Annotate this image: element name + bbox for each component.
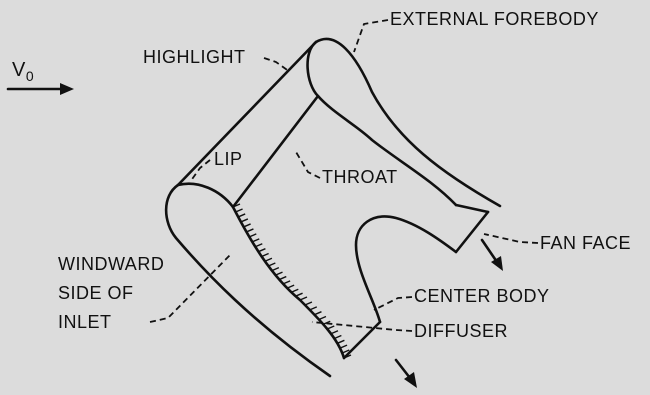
hatch-mark <box>305 302 312 305</box>
leader-throat <box>296 152 320 178</box>
hatch-mark <box>314 312 321 315</box>
windward-label-line2: SIDE OF <box>58 284 134 302</box>
center-body-label: CENTER BODY <box>414 287 550 305</box>
hatch-mark <box>331 331 338 334</box>
leader-center-body <box>374 297 412 310</box>
hatch-mark <box>287 285 294 288</box>
hatch-mark <box>340 345 347 348</box>
velocity-arrowhead <box>60 83 74 95</box>
hatch-mark <box>241 219 248 222</box>
fan-exit-arrow <box>482 240 497 262</box>
hatch-mark <box>255 244 262 247</box>
hatch-mark <box>276 272 283 275</box>
fan-exit-arrowhead <box>491 256 503 271</box>
hatch-mark <box>327 326 334 329</box>
hatch-mark <box>244 224 251 227</box>
hatch-mark <box>300 297 307 300</box>
lip-label: LIP <box>214 150 243 168</box>
hatch-mark <box>236 209 243 212</box>
hatch-mark <box>238 214 245 217</box>
hatch-mark <box>319 316 326 319</box>
hatch-mark <box>283 281 290 284</box>
hatch-mark <box>296 293 303 296</box>
hatch-mark <box>310 307 317 310</box>
center-body <box>356 217 456 322</box>
hatch-mark <box>252 239 259 242</box>
hatch-mark <box>291 289 298 292</box>
diffuser-wall <box>233 207 344 358</box>
diffuser-label: DIFFUSER <box>414 322 508 340</box>
forebody-aft <box>456 205 488 212</box>
hatch-mark <box>258 249 265 252</box>
hatch-mark <box>279 277 286 280</box>
hatch-mark <box>265 258 272 261</box>
highlight-label: HIGHLIGHT <box>143 48 246 66</box>
leader-highlight <box>264 58 290 72</box>
throat-label: THROAT <box>322 168 398 186</box>
hatch-mark <box>337 340 344 343</box>
lip-outline <box>166 185 330 376</box>
throat-line <box>233 96 318 207</box>
leader-fan-face <box>484 234 538 243</box>
velocity-label: V0 <box>12 60 34 83</box>
diffuser-exit-arrow <box>396 360 410 378</box>
lip-inner <box>178 184 233 207</box>
hatch-mark <box>268 263 275 266</box>
leader-external-forebody <box>354 20 388 52</box>
external-forebody-label: EXTERNAL FOREBODY <box>390 10 599 28</box>
hatch-mark <box>249 234 256 237</box>
fan-face-line <box>456 212 488 252</box>
hatch-mark <box>272 268 279 271</box>
hatch-mark <box>262 254 269 257</box>
fan-face-label: FAN FACE <box>540 234 631 252</box>
hatch-mark <box>334 336 341 339</box>
windward-label-line3: INLET <box>58 313 112 331</box>
hatch-mark <box>246 229 253 232</box>
windward-label-line1: WINDWARD <box>58 255 164 273</box>
